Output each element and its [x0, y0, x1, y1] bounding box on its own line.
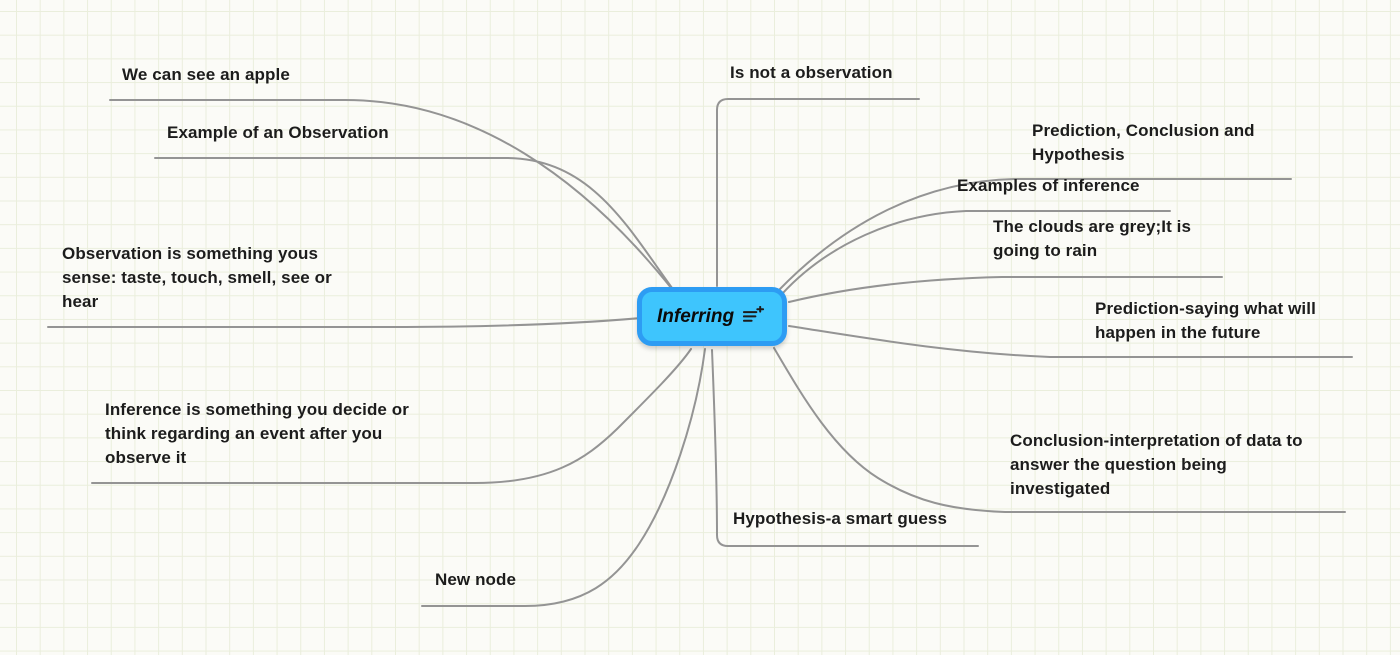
branch-line-examples-of-inference	[781, 210, 1171, 295]
topic-new-node[interactable]: New node	[435, 570, 517, 589]
topic-is-not-a-observation[interactable]: Is not a observation	[730, 63, 893, 82]
branch-line-new-node	[421, 348, 706, 607]
topic-clouds-grey-rain[interactable]: The clouds are grey;It is going to rain	[993, 217, 1192, 260]
branch-line-conclusion-definition	[773, 347, 1346, 513]
branch-line-prediction-conclusion-hypothesis	[777, 178, 1292, 292]
topic-observation-definition[interactable]: Observation is something yous sense: tas…	[62, 244, 332, 311]
branch-line-hypothesis-smart-guess	[711, 349, 979, 547]
branch-line-example-of-an-observation	[154, 157, 676, 293]
branch-line-clouds-grey-rain	[788, 276, 1223, 303]
topic-examples-of-inference[interactable]: Examples of inference	[957, 176, 1140, 195]
topic-conclusion-definition[interactable]: Conclusion-interpretation of data to ans…	[1010, 431, 1303, 498]
topic-hypothesis-smart-guess[interactable]: Hypothesis-a smart guess	[733, 509, 948, 528]
notes-add-icon[interactable]	[743, 305, 765, 329]
topic-we-can-see-an-apple[interactable]: We can see an apple	[122, 65, 290, 84]
topic-inference-definition[interactable]: Inference is something you decide or thi…	[105, 400, 410, 467]
topic-example-of-an-observation[interactable]: Example of an Observation	[167, 123, 389, 142]
branch-line-is-not-a-observation	[716, 98, 920, 287]
branch-line-we-can-see-an-apple	[109, 99, 673, 290]
central-topic-inferring[interactable]: Inferring	[637, 287, 787, 346]
topic-prediction-definition[interactable]: Prediction-saying what will happen in th…	[1095, 299, 1316, 342]
branch-line-prediction-definition	[788, 325, 1353, 358]
topic-prediction-conclusion-hypothesis[interactable]: Prediction, Conclusion and Hypothesis	[1032, 121, 1255, 164]
central-topic-label: Inferring	[657, 305, 735, 327]
branch-line-observation-definition	[47, 317, 642, 328]
branch-line-inference-definition	[91, 348, 692, 484]
